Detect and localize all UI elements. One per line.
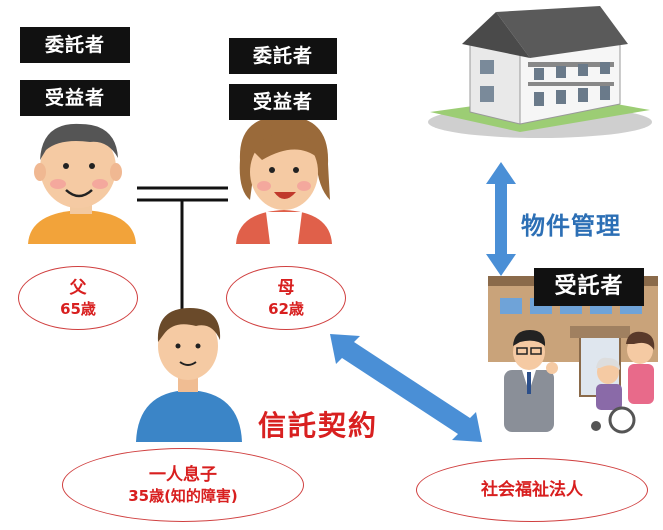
- mother-figure: [236, 116, 332, 244]
- son-figure: [136, 308, 242, 442]
- father-figure: [28, 123, 136, 244]
- apartment-building-icon: [428, 6, 652, 138]
- organization-label-oval: 社会福祉法人: [416, 458, 648, 522]
- father-settlor-tag: 委託者: [20, 27, 130, 63]
- father-age: 65歳: [60, 300, 96, 318]
- mother-label-oval: 母 62歳: [226, 266, 346, 330]
- trustee-tag: 受託者: [534, 268, 644, 306]
- son-detail: 35歳(知的障害): [128, 487, 238, 505]
- property-management-label: 物件管理: [521, 212, 621, 240]
- father-name: 父: [69, 278, 87, 298]
- son-label-oval: 一人息子 35歳(知的障害): [62, 448, 304, 522]
- mother-beneficiary-tag: 受益者: [229, 84, 337, 120]
- father-label-oval: 父 65歳: [18, 266, 138, 330]
- organization-name: 社会福祉法人: [481, 480, 583, 500]
- trust-contract-label: 信託契約: [258, 409, 379, 442]
- family-tree-lines: [137, 186, 228, 312]
- double-arrow-icon: [486, 162, 516, 276]
- mother-name: 母: [277, 278, 295, 298]
- contract-double-arrow-icon: [330, 334, 482, 442]
- mother-age: 62歳: [268, 300, 304, 318]
- mother-settlor-tag: 委託者: [229, 38, 337, 74]
- son-name: 一人息子: [149, 465, 217, 485]
- father-beneficiary-tag: 受益者: [20, 80, 130, 116]
